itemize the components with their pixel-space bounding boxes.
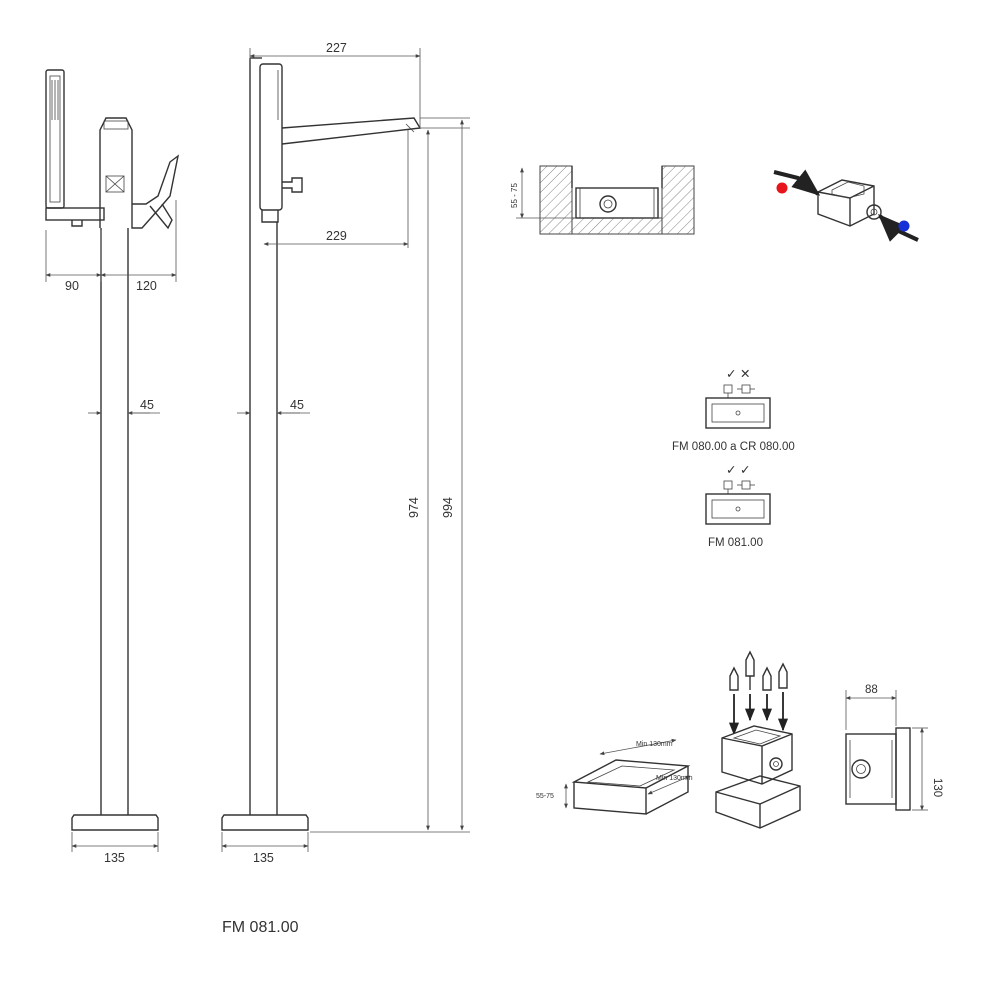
floor-base (71, 814, 159, 831)
height-994: 994 (441, 497, 455, 518)
cold-indicator-icon (898, 220, 910, 232)
recess-diagram: Min 130mm Min 130mm 55-75 (536, 738, 693, 815)
side-knob (282, 177, 303, 193)
side-hand-shower (259, 63, 283, 211)
shower-holder (45, 207, 105, 221)
recess-depth: 55-75 (536, 793, 554, 800)
front-width-left: 90 (65, 279, 79, 293)
selector-icon (105, 175, 125, 193)
front-pipe-dim: 45 (140, 398, 154, 412)
side-spout-dim: 229 (326, 229, 347, 243)
box-width-dim: 88 (865, 684, 878, 696)
side-pipe-dim: 45 (290, 398, 304, 412)
install-depth-label: 55 - 75 (510, 183, 519, 208)
side-view: 227 229 45 135 974 994 (221, 41, 470, 865)
box-height-dim: 130 (931, 778, 943, 797)
side-base-dim: 135 (253, 851, 274, 865)
compatibility-panel: ✓ ✕ FM 080.00 a CR 080.00 ✓ ✓ FM 081.00 (672, 367, 795, 549)
height-974: 974 (407, 497, 421, 518)
recess-min-b: Min 130mm (656, 775, 693, 782)
box-dimension-diagram: 88 130 (845, 684, 943, 811)
screw-icon (729, 650, 788, 691)
hand-shower (45, 69, 65, 209)
mounting-box-diagram (715, 650, 801, 829)
compat-bottom-marks: ✓ ✓ (726, 463, 750, 477)
front-view: 90 120 45 135 (45, 69, 180, 865)
compat-bottom-caption: FM 081.00 (708, 537, 763, 549)
compat-top-marks: ✓ ✕ (726, 367, 750, 381)
compat-top-caption: FM 080.00 a CR 080.00 (672, 441, 795, 453)
front-base-dim: 135 (104, 851, 125, 865)
front-width-right: 120 (136, 279, 157, 293)
hot-indicator-icon (776, 182, 788, 194)
spout (281, 117, 422, 145)
mixer-body (99, 117, 180, 230)
hot-cold-connection (773, 169, 919, 242)
side-top-dim: 227 (326, 41, 347, 55)
model-label: FM 081.00 (222, 919, 299, 936)
recess-min-a: Min 130mm (636, 741, 673, 748)
install-cross-section: 55 - 75 (510, 165, 695, 235)
side-floor-base (221, 814, 309, 831)
